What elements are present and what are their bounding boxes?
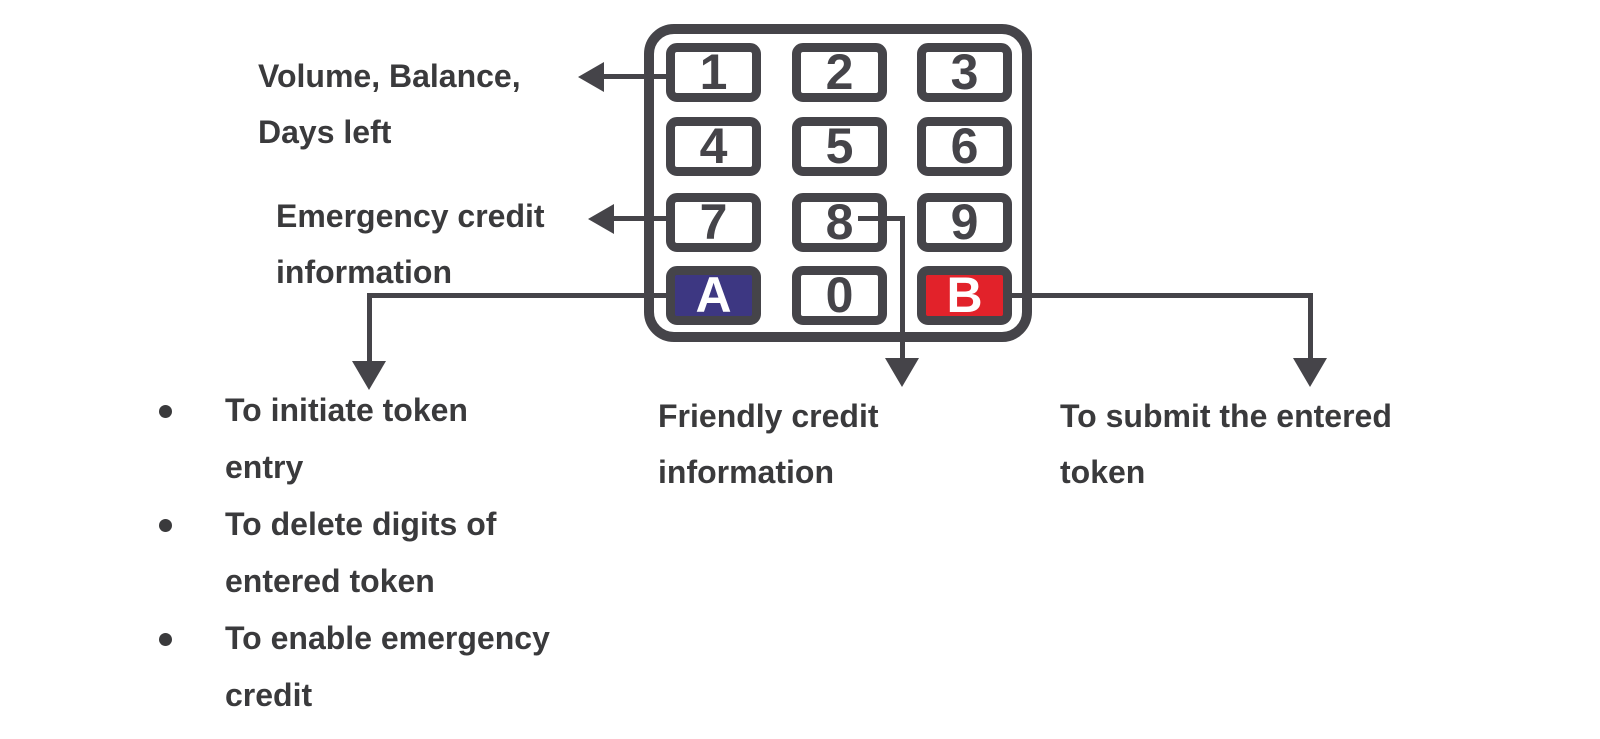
arrow-left-icon (578, 62, 604, 92)
arrow-down-icon (352, 361, 386, 390)
bullet-icon (159, 405, 172, 418)
connector-key-8-line-v (900, 216, 905, 360)
label-volume-balance: Volume, Balance, Days left (258, 48, 521, 160)
label-emergency-credit: Emergency credit information (276, 188, 545, 300)
key-5[interactable]: 5 (792, 117, 887, 176)
key-4[interactable]: 4 (666, 117, 761, 176)
key-a-functions-list: To initiate token entry To delete digits… (152, 382, 550, 724)
label-line: To submit the entered (1060, 398, 1392, 434)
label-line: Days left (258, 114, 392, 150)
connector-key-a-line-h (367, 293, 668, 298)
label-line: credit (225, 677, 313, 713)
key-8[interactable]: 8 (792, 193, 887, 252)
key-9[interactable]: 9 (917, 193, 1012, 252)
key-b[interactable]: B (917, 266, 1012, 325)
key-1[interactable]: 1 (666, 43, 761, 102)
arrow-down-icon (1293, 358, 1327, 387)
list-item: To delete digits of entered token (152, 496, 550, 610)
connector-key-a-line-v (367, 293, 372, 363)
label-line: information (276, 254, 452, 290)
key-7[interactable]: 7 (666, 193, 761, 252)
label-line: To initiate token (225, 392, 468, 428)
label-friendly-credit: Friendly credit information (658, 388, 879, 500)
connector-volume-line (603, 74, 668, 79)
key-0[interactable]: 0 (792, 266, 887, 325)
label-line: To enable emergency (225, 620, 550, 656)
list-item: To initiate token entry (152, 382, 550, 496)
bullet-icon (159, 519, 172, 532)
label-line: entry (225, 449, 304, 485)
label-line: token (1060, 454, 1146, 490)
key-3[interactable]: 3 (917, 43, 1012, 102)
key-6[interactable]: 6 (917, 117, 1012, 176)
arrow-left-icon (588, 204, 614, 234)
label-line: entered token (225, 563, 435, 599)
connector-emergency-line (613, 216, 668, 221)
label-line: Emergency credit (276, 198, 545, 234)
label-submit-token: To submit the entered token (1060, 388, 1392, 500)
connector-key-8-line-h (858, 216, 905, 221)
key-a[interactable]: A (666, 266, 761, 325)
label-line: Volume, Balance, (258, 58, 521, 94)
label-line: To delete digits of (225, 506, 497, 542)
bullet-icon (159, 633, 172, 646)
list-item: To enable emergency credit (152, 610, 550, 724)
label-line: Friendly credit (658, 398, 879, 434)
label-line: information (658, 454, 834, 490)
connector-key-b-line-v (1308, 293, 1313, 360)
key-2[interactable]: 2 (792, 43, 887, 102)
arrow-down-icon (885, 358, 919, 387)
connector-key-b-line-h (1008, 293, 1313, 298)
keypad: 1 2 3 4 5 6 7 8 9 A 0 B (644, 24, 1032, 342)
